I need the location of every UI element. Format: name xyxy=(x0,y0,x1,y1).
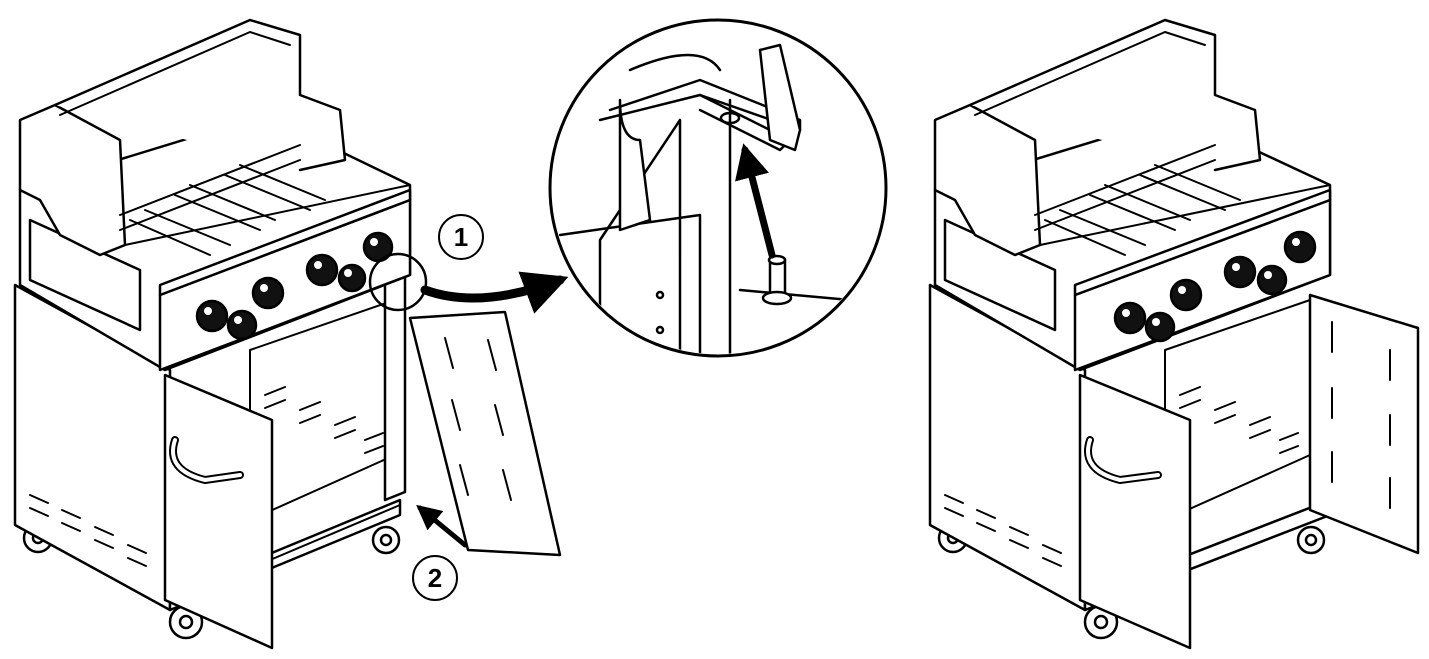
hinge-zoom-detail xyxy=(548,18,888,358)
control-knob xyxy=(1113,230,1317,343)
left-door xyxy=(1078,373,1192,650)
hinge-detail-marker xyxy=(368,252,428,312)
step-label xyxy=(412,214,484,601)
step-2-arrow xyxy=(416,504,468,548)
wind-guard xyxy=(933,103,1042,257)
grill-before xyxy=(13,18,562,650)
grill-after xyxy=(928,18,1420,650)
right-door-being-installed xyxy=(408,310,562,557)
right-door-installed xyxy=(1308,293,1420,555)
step-2-number: 2 xyxy=(428,563,442,593)
hinge-pin xyxy=(768,258,787,297)
step-1-number: 1 xyxy=(454,222,468,252)
left-door xyxy=(163,373,274,650)
wind-guard xyxy=(18,103,127,257)
zoom-arrow xyxy=(420,271,569,314)
step-1-arrow xyxy=(735,143,776,259)
